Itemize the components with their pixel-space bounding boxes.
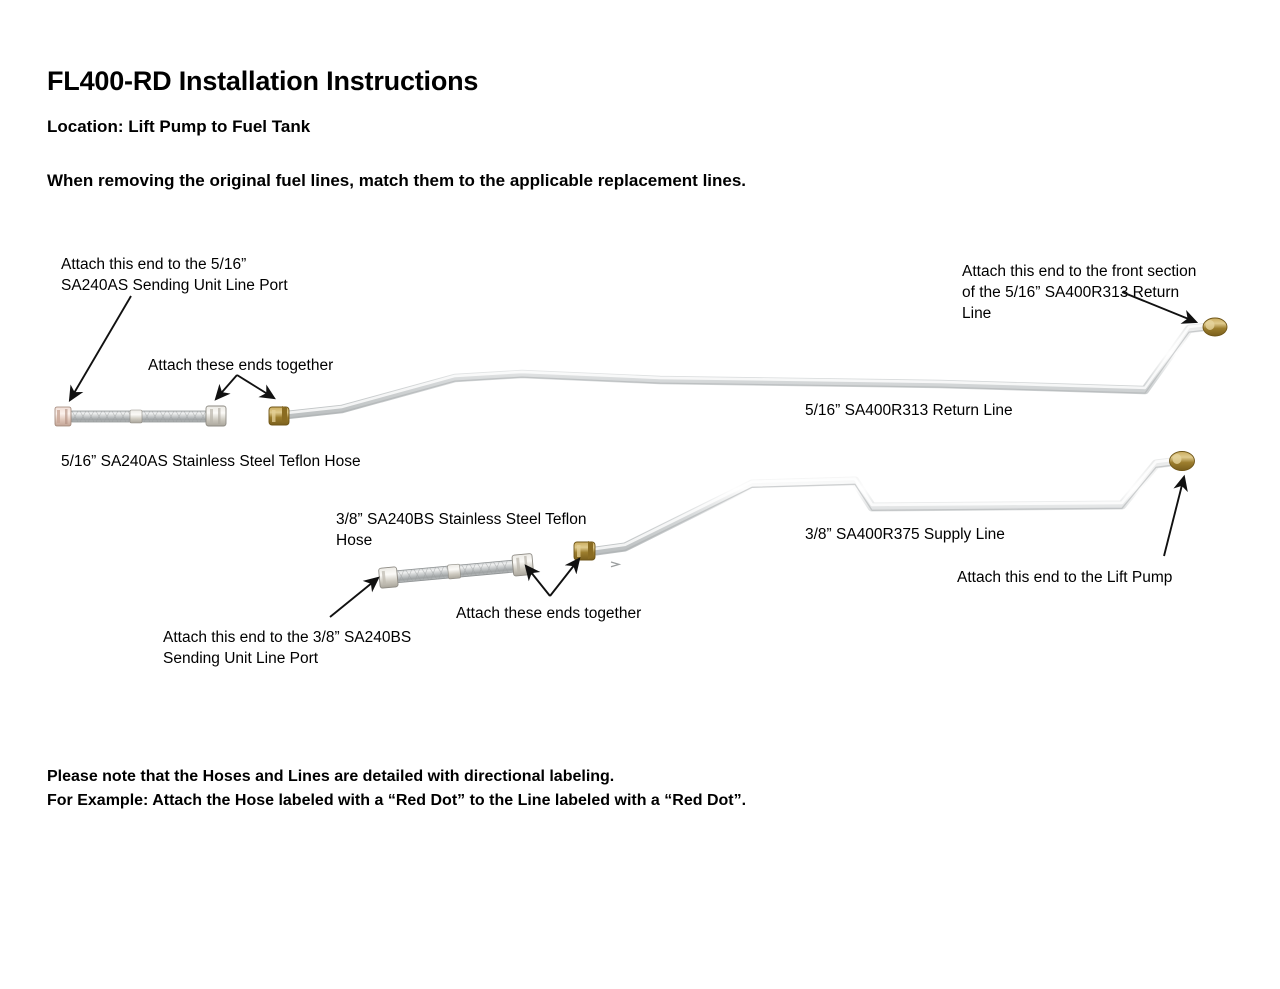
leader-arrow-ends-upper-right [236,374,276,400]
supply-line-sa400r375 [573,451,1195,568]
hose-sa240as-right-fitting [205,405,227,427]
location-subtitle: Location: Lift Pump to Fuel Tank [47,117,311,136]
leader-arrow-ends-lower-right [549,557,581,597]
hose-sa240bs [378,553,534,589]
leader-arrow-ends-lower-left [524,564,551,597]
annotation-ends-together-upper: Attach these ends together [148,357,334,374]
annotation-attach-sending-unit-516: Attach this end to the 5/16” SA240AS Sen… [61,256,288,294]
hose-sa240bs-left-fitting [378,566,399,589]
leader-arrow-lift-pump [1163,474,1188,557]
annotation-ends-together-lower: Attach these ends together [456,605,642,622]
hose-sa240as-left-fitting [54,406,72,427]
annotation-attach-front-section-return-line: Attach this end to the front section of … [962,263,1197,322]
supply-line-right-brass-fitting [1169,451,1195,471]
label-hose-sa240as: 5/16” SA240AS Stainless Steel Teflon Hos… [61,453,361,470]
hose-sa240as [54,405,227,427]
return-line-left-brass-fitting [268,406,290,426]
label-hose-sa240bs: 3/8” SA240BS Stainless Steel Teflon Hose [336,511,587,549]
return-line-sa400r313 [268,317,1228,426]
footer-note: Please note that the Hoses and Lines are… [47,768,747,809]
label-supply-line-sa400r375: 3/8” SA400R375 Supply Line [805,526,1005,543]
leader-arrow-sending-unit-38 [329,576,380,618]
hose-sa240bs-right-fitting [511,553,534,577]
annotation-attach-lift-pump: Attach this end to the Lift Pump [957,569,1173,586]
leader-arrow-sending-unit-516 [68,295,132,402]
page-title: FL400-RD Installation Instructions [47,66,479,96]
leader-arrow-ends-upper-left [214,374,238,401]
annotation-attach-sending-unit-38: Attach this end to the 3/8” SA240BS Send… [163,629,412,667]
instruction-line: When removing the original fuel lines, m… [47,171,747,190]
label-return-line-sa400r313: 5/16” SA400R313 Return Line [805,402,1013,419]
